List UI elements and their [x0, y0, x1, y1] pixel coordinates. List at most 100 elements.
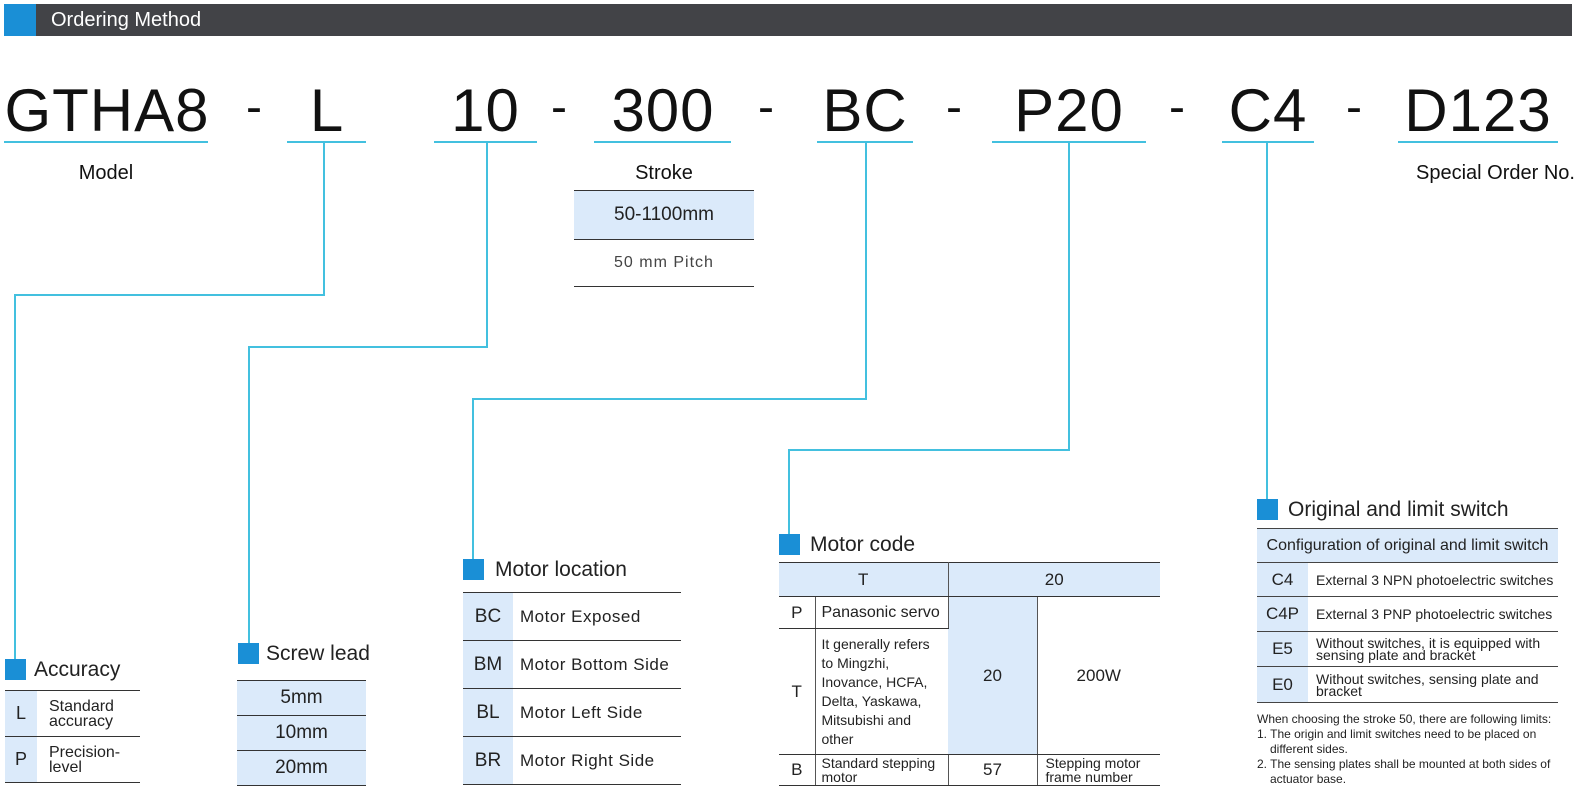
underline-special — [1398, 141, 1558, 143]
switch-desc: Without switches, sensing plate and brac… — [1308, 666, 1558, 703]
switch-desc: External 3 NPN photoelectric switches — [1308, 562, 1558, 597]
accuracy-title: Accuracy — [34, 658, 121, 681]
table-row: L Standard accuracy — [5, 690, 140, 737]
table-row: BM Motor Bottom Side — [463, 640, 681, 689]
switch-title: Original and limit switch — [1288, 498, 1509, 521]
motor-location-desc: Motor Left Side — [513, 688, 681, 737]
accuracy-square-icon — [5, 659, 26, 680]
screw-lead-value: 20mm — [237, 750, 366, 786]
motor-location-code: BR — [463, 736, 513, 785]
motor-code-b-size: 57 — [948, 754, 1038, 786]
connector-motor — [788, 142, 1070, 535]
motor-code-t-power: 200W — [1037, 596, 1160, 755]
screw-lead-square-icon — [238, 643, 259, 664]
special-order-label: Special Order No. — [1416, 162, 1575, 184]
screw-lead-table: 5mm 10mm 20mm — [237, 680, 366, 786]
motor-location-desc: Motor Exposed — [513, 592, 681, 641]
motor-code-square-icon — [779, 534, 800, 555]
code-model: GTHA8 — [4, 77, 210, 144]
motor-location-code: BL — [463, 688, 513, 737]
switch-subtitle: Configuration of original and limit swit… — [1257, 528, 1558, 563]
code-motor: P20 — [1014, 77, 1124, 144]
code-motor-location: BC — [822, 77, 908, 144]
separator: - — [758, 81, 774, 134]
motor-code-b-power: Stepping motor frame number — [1037, 754, 1160, 786]
stroke-label: Stroke — [635, 162, 693, 184]
separator: - — [246, 81, 262, 134]
table-row: 20mm — [237, 750, 366, 786]
switch-note-1: 1. The origin and limit switches need to… — [1257, 727, 1537, 756]
table-row: E0 Without switches, sensing plate and b… — [1257, 666, 1558, 703]
table-row: P Panasonic servo 20 200W — [779, 596, 1160, 755]
underline-accuracy — [287, 141, 366, 143]
connector-lead — [248, 142, 488, 644]
switch-table: Configuration of original and limit swit… — [1257, 528, 1558, 703]
table-row: 5mm — [237, 680, 366, 716]
motor-location-square-icon — [463, 559, 484, 580]
table-row: Configuration of original and limit swit… — [1257, 528, 1558, 563]
screw-lead-title: Screw lead — [266, 642, 370, 665]
motor-code-table: T 20 P Panasonic servo 20 200W T It gene… — [779, 562, 1160, 786]
table-row: BR Motor Right Side — [463, 736, 681, 785]
model-label: Model — [78, 162, 134, 184]
code-accuracy: L — [309, 77, 345, 144]
switch-code: E5 — [1257, 631, 1308, 667]
header-accent-square — [4, 4, 36, 36]
accuracy-table: L Standard accuracy P Precision-level — [5, 690, 140, 783]
underline-model — [4, 141, 208, 143]
code-switch: C4 — [1228, 77, 1308, 144]
header-title: Ordering Method — [51, 9, 202, 31]
switch-note-intro: When choosing the stroke 50, there are f… — [1257, 712, 1552, 726]
motor-code-b-desc: Standard stepping motor — [815, 754, 949, 786]
switch-code: E0 — [1257, 666, 1308, 703]
table-row: T It generally refers to Mingzhi, Inovan… — [779, 628, 1160, 755]
table-row: P Precision-level — [5, 736, 140, 783]
separator: - — [551, 81, 567, 134]
switch-note-2: 2. The sensing plates shall be mounted a… — [1257, 757, 1551, 786]
motor-code-p: P — [779, 596, 816, 629]
screw-lead-value: 10mm — [237, 715, 366, 751]
connector-motor-location — [472, 142, 867, 560]
code-stroke: 300 — [611, 77, 715, 144]
switch-desc: External 3 PNP photoelectric switches — [1308, 596, 1558, 632]
switch-code: C4P — [1257, 596, 1308, 632]
code-special: D123 — [1404, 77, 1552, 144]
motor-location-table: BC Motor Exposed BM Motor Bottom Side BL… — [463, 592, 681, 785]
table-row: BC Motor Exposed — [463, 592, 681, 641]
stroke-table: 50-1100mm 50 mm Pitch — [574, 190, 754, 287]
underline-lead — [434, 141, 537, 143]
switch-desc: Without switches, it is equipped with se… — [1308, 631, 1558, 667]
table-row: C4 External 3 NPN photoelectric switches — [1257, 562, 1558, 597]
motor-location-code: BC — [463, 592, 513, 641]
table-row: E5 Without switches, it is equipped with… — [1257, 631, 1558, 667]
screw-lead-value: 5mm — [237, 680, 366, 716]
table-row: 10mm — [237, 715, 366, 751]
motor-code-t-size: 20 — [948, 596, 1038, 755]
motor-code-p-desc: Panasonic servo — [815, 596, 949, 629]
stroke-range: 50-1100mm — [574, 190, 754, 240]
accuracy-desc: Precision-level — [37, 736, 140, 783]
table-row: B Standard stepping motor 57 Stepping mo… — [779, 754, 1160, 786]
motor-code-t: T — [779, 628, 816, 755]
motor-code-title: Motor code — [810, 533, 916, 556]
separator: - — [946, 81, 962, 134]
accuracy-desc: Standard accuracy — [37, 690, 140, 737]
motor-code-head-t: T — [779, 562, 949, 597]
motor-code-head-20: 20 — [948, 562, 1160, 597]
separator: - — [1346, 81, 1362, 134]
motor-location-title: Motor location — [495, 558, 627, 581]
table-row: BL Motor Left Side — [463, 688, 681, 737]
motor-code-b: B — [779, 754, 816, 786]
section-header-bar — [4, 4, 1572, 36]
table-row: T 20 — [779, 562, 1160, 597]
motor-location-desc: Motor Bottom Side — [513, 640, 681, 689]
motor-location-code: BM — [463, 640, 513, 689]
motor-location-desc: Motor Right Side — [513, 736, 681, 785]
switch-square-icon — [1257, 499, 1278, 520]
motor-code-t-desc: It generally refers to Mingzhi, Inovance… — [815, 628, 948, 755]
connector-accuracy — [14, 142, 325, 660]
underline-stroke — [594, 141, 731, 143]
code-lead: 10 — [451, 77, 520, 144]
stroke-pitch: 50 mm Pitch — [574, 239, 754, 287]
